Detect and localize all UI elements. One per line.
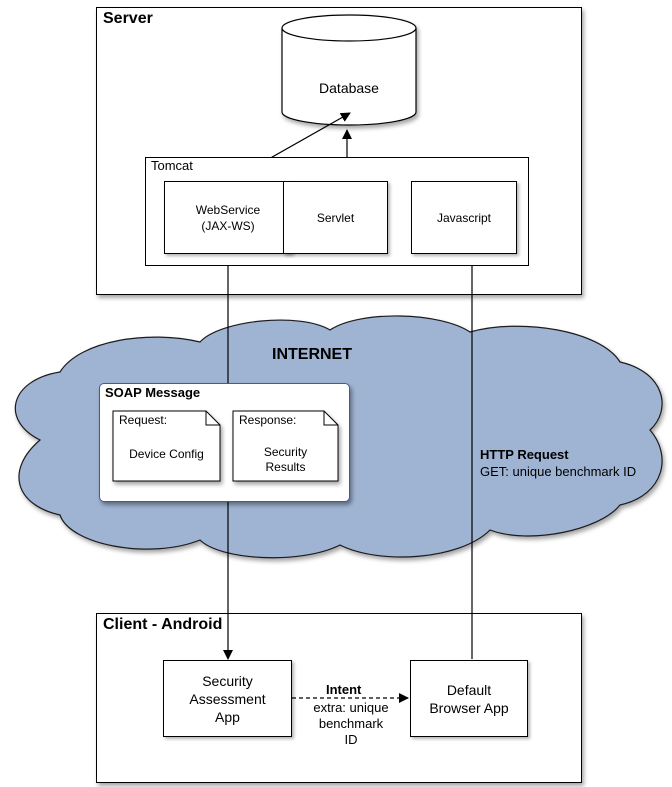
javascript-label: Javascript — [436, 210, 492, 225]
tomcat-title: Tomcat — [151, 158, 193, 173]
intent-detail: extra: unique benchmark ID — [313, 700, 389, 747]
client-container — [96, 613, 582, 783]
servlet-label: Servlet — [316, 210, 355, 225]
request-body: Device Config — [129, 447, 204, 461]
security-app-box: Security Assessment App — [163, 660, 292, 737]
webservice-box: WebService (JAX-WS) — [164, 181, 292, 254]
security-app-label: Security Assessment App — [189, 672, 266, 725]
request-header: Request: — [119, 413, 168, 427]
http-request-title: HTTP Request — [480, 447, 569, 462]
response-body: Security Results — [263, 445, 308, 474]
soap-message-title: SOAP Message — [105, 385, 201, 400]
server-container — [96, 7, 582, 295]
browser-app-box: Default Browser App — [410, 660, 528, 737]
database-cylinder — [281, 14, 417, 126]
javascript-box: Javascript — [411, 181, 517, 254]
http-request-detail: GET: unique benchmark ID — [480, 464, 637, 479]
soap-message-box — [99, 383, 350, 502]
webservice-label: WebService (JAX-WS) — [195, 202, 261, 233]
response-header: Response: — [239, 413, 297, 427]
client-title: Client - Android — [103, 616, 223, 633]
intent-title: Intent — [326, 682, 362, 697]
servlet-box: Servlet — [283, 181, 388, 254]
server-title: Server — [103, 10, 153, 27]
database-label: Database — [319, 80, 379, 96]
internet-label: INTERNET — [272, 346, 352, 363]
browser-app-label: Default Browser App — [429, 681, 509, 716]
